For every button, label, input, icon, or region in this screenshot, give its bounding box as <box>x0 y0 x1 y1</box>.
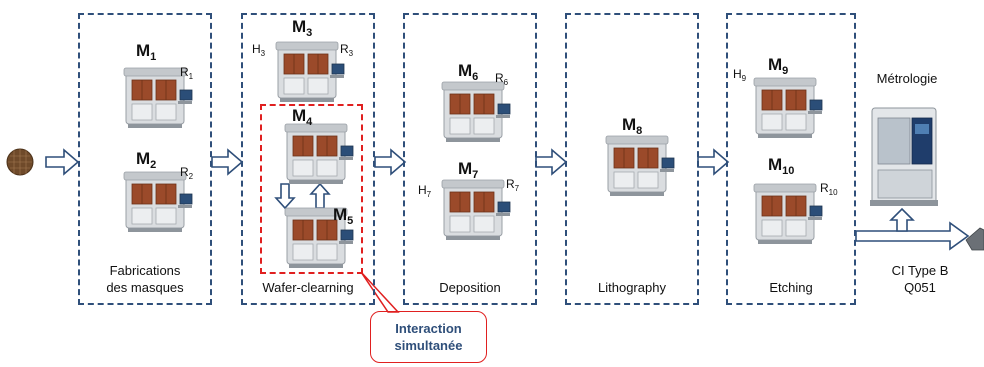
stage-label-lithography: Lithography <box>598 280 666 295</box>
stage-label-deposition: Deposition <box>439 280 501 295</box>
resource-label-r2: R2 <box>180 165 194 181</box>
flow-arrow-right-icon <box>45 148 80 176</box>
resource-label-h3: H3 <box>252 42 266 58</box>
machine-label-m1: M1 <box>136 41 157 63</box>
machine-label-m3: M3 <box>292 17 313 39</box>
metrology-up-arrow-icon <box>889 207 915 232</box>
stage-label-etching: Etching <box>769 280 813 295</box>
output-part-icon <box>965 227 984 251</box>
resource-label-r1: R1 <box>180 65 194 81</box>
arrow-up-icon <box>309 182 331 209</box>
output-label: CI Type B Q051 <box>891 263 949 295</box>
flow-arrow-right-icon <box>535 148 568 176</box>
metrology-label: Métrologie <box>876 71 938 86</box>
interaction-callout: Interaction simultanée <box>370 311 487 363</box>
machine-label-m10: M10 <box>768 155 795 177</box>
flow-arrow-right-icon <box>697 148 730 176</box>
machine-label-m6: M6 <box>458 61 479 83</box>
stage-label-wafer-cleaning: Wafer-clearning <box>262 280 354 295</box>
output-arrow-icon <box>855 221 970 251</box>
machine-label-m9: M9 <box>768 55 789 77</box>
machine-label-m4: M4 <box>292 106 313 128</box>
machine-label-m2: M2 <box>136 149 157 171</box>
stage-box-lithography <box>565 13 699 305</box>
resource-label-h7: H7 <box>418 183 432 199</box>
machine-label-m5: M5 <box>333 205 354 227</box>
resource-label-r10: R10 <box>820 181 838 197</box>
resource-label-r3: R3 <box>340 42 354 58</box>
stage-box-etching <box>726 13 856 305</box>
stage-box-masks <box>78 13 212 305</box>
arrow-down-icon <box>274 183 296 210</box>
machine-label-m7: M7 <box>458 159 479 181</box>
resource-label-r7: R7 <box>506 177 520 193</box>
wafer-icon <box>6 148 34 176</box>
flow-arrow-right-icon <box>374 148 407 176</box>
stage-box-wafer-cleaning <box>241 13 375 305</box>
interaction-box <box>260 104 363 274</box>
stage-box-deposition <box>403 13 537 305</box>
flow-arrow-right-icon <box>211 148 244 176</box>
stage-label-masks: Fabrications des masques <box>106 263 184 295</box>
resource-label-r6: R6 <box>495 71 509 87</box>
resource-label-h9: H9 <box>733 67 747 83</box>
metrology-machine-icon <box>870 107 938 206</box>
machine-label-m8: M8 <box>622 115 643 137</box>
